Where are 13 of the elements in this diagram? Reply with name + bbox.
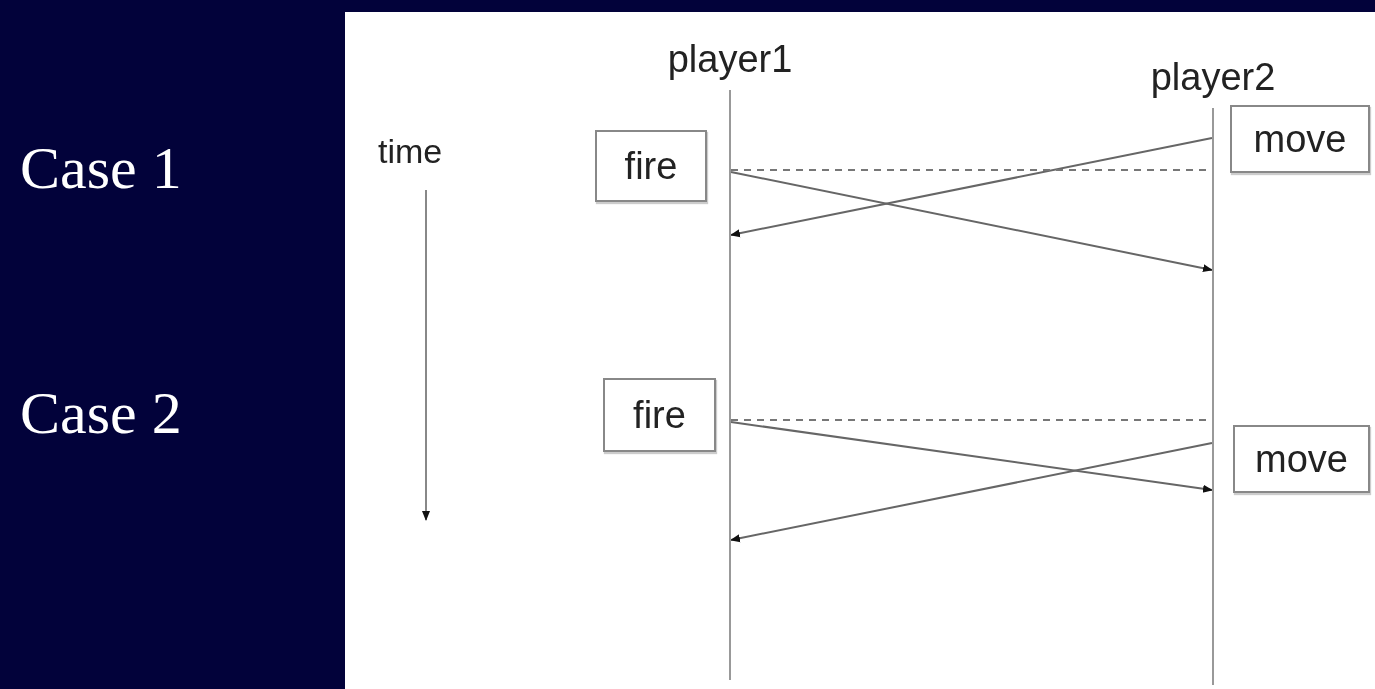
message-arrow: [730, 421, 1213, 493]
case-label: Case 1: [20, 138, 182, 198]
message-arrow: [730, 137, 1213, 238]
action-box: fire: [603, 378, 716, 452]
message-arrow: [730, 171, 1213, 273]
action-box: fire: [595, 130, 707, 202]
lifeline-title: player1: [666, 40, 794, 78]
case-label: Case 2: [20, 383, 182, 443]
action-box: move: [1233, 425, 1370, 493]
axis-label: time: [378, 134, 443, 168]
message-arrow: [730, 442, 1213, 543]
action-box: move: [1230, 105, 1370, 173]
lifeline-title: player2: [1149, 58, 1277, 96]
